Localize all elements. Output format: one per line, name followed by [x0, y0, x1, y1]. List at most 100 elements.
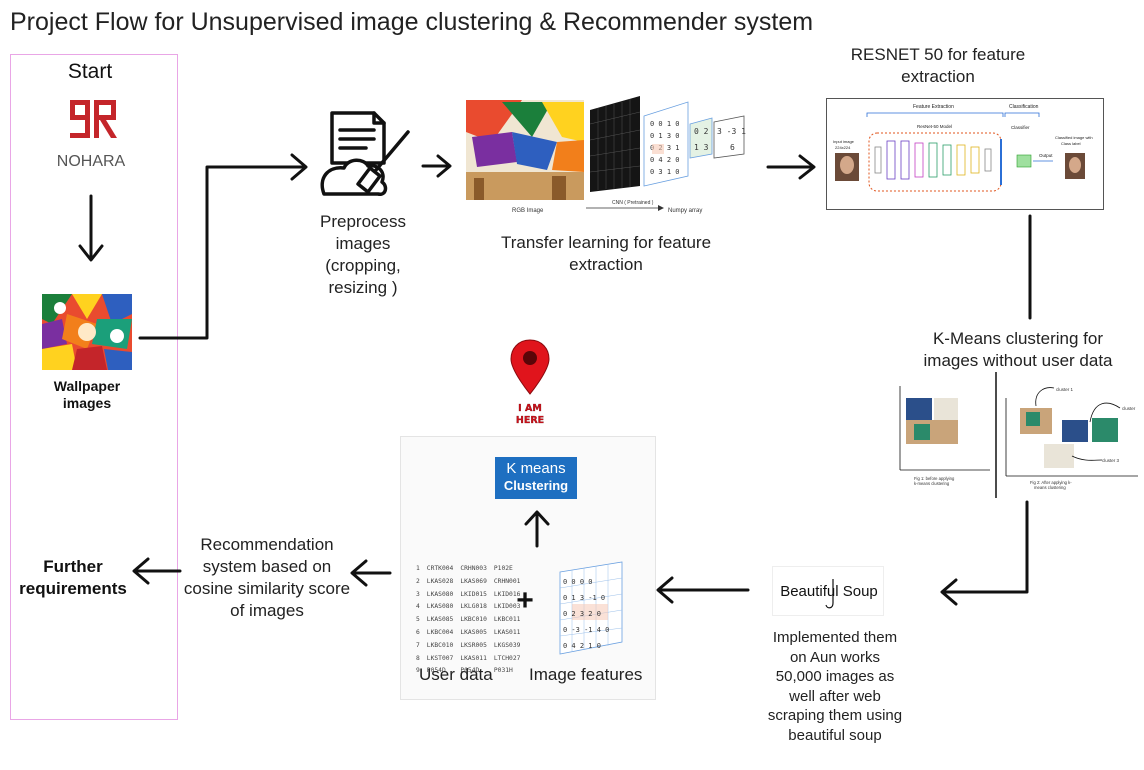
image-features-label: Image features	[529, 665, 643, 684]
svg-text:0 4 2 1 0: 0 4 2 1 0	[563, 642, 601, 650]
user-data-cell: LKAS005	[460, 628, 487, 636]
svg-text:0 1 3 -1 0: 0 1 3 -1 0	[563, 594, 605, 602]
user-data-cell: CRHN001	[493, 577, 521, 585]
arrow-recommend-to-further	[132, 557, 182, 585]
user-data-cell: LKAS011	[460, 654, 487, 662]
nohara-logo: NOHARA	[50, 96, 132, 170]
kmeans-figure: Fig 1: before applying k-means clusterin…	[894, 372, 1138, 498]
user-data-cell: LTCH027	[493, 654, 521, 662]
kmeans-fig1-2: k-means clustering	[914, 481, 950, 486]
svg-text:0 4 2 0: 0 4 2 0	[650, 156, 680, 164]
resnet-classified-2: Class label	[1061, 141, 1081, 146]
kmeans-clustering-badge: K means Clustering	[495, 457, 577, 499]
svg-text:6: 6	[730, 143, 735, 152]
kmeans-cluster-1: cluster 1	[1056, 387, 1074, 392]
arrow-panel-to-recommend	[350, 559, 392, 587]
beautifulsoup-logo-text: Beautiful Soup	[780, 583, 878, 600]
svg-text:0 0 0 0: 0 0 0 0	[563, 578, 593, 586]
user-data-cell: 7	[416, 641, 420, 649]
resnet-input-1: Input image	[833, 139, 855, 144]
svg-text:0 2 3 1: 0 2 3 1	[650, 144, 680, 152]
arrow-wallpaper-to-preprocess	[138, 153, 308, 340]
kmeans-cluster-2: cluster	[1122, 406, 1136, 411]
kmeans-fig2-2: means clustering	[1034, 485, 1066, 490]
user-data-cell: LKAS080	[426, 590, 454, 598]
plus-sign: +	[516, 584, 534, 617]
arrow-transfer-to-resnet	[766, 154, 816, 180]
svg-text:3 -3 1: 3 -3 1	[717, 127, 746, 136]
arrow-preprocess-to-transfer	[421, 154, 452, 178]
transfer-mid-caption: CNN ( Pretrained )	[612, 200, 654, 206]
kmeans-fig1-1: Fig 1: before applying	[914, 476, 955, 481]
user-data-cell: 5	[416, 616, 420, 624]
user-data-cell: 2	[416, 577, 420, 585]
user-data-cell: LKID016	[493, 590, 521, 598]
user-data-cell: LKBC011	[493, 616, 521, 624]
arrow-soup-to-panel	[656, 576, 750, 604]
wallpaper-thumbnail	[42, 294, 132, 370]
diagram-title: Project Flow for Unsupervised image clus…	[10, 8, 814, 36]
preprocess-icon	[318, 108, 414, 200]
start-label: Start	[67, 60, 113, 83]
resnet-output: Output	[1039, 153, 1053, 158]
svg-text:0 2 3 2 0: 0 2 3 2 0	[563, 610, 601, 618]
arrow-kmeans-to-soup	[940, 500, 1029, 606]
user-data-cell: P054D	[426, 667, 446, 675]
svg-text:1 3: 1 3	[694, 143, 709, 152]
user-data-cell: LKID003	[493, 603, 521, 611]
nohara-logo-text: NOHARA	[57, 153, 126, 170]
image-features-matrix: 0 0 0 0 0 1 3 -1 0 0 2 3 2 0 0 -3 -1 4 0 0…	[556, 560, 628, 656]
resnet-classified-1: Classified image with	[1055, 135, 1093, 140]
user-data-cell: LKST007	[426, 654, 454, 662]
arrow-up-to-badge	[524, 510, 550, 548]
user-data-cell: LKAS028	[426, 577, 454, 585]
svg-text:0 2: 0 2	[694, 127, 709, 136]
kmeans-cluster-3: cluster 3	[1102, 458, 1120, 463]
user-data-cell: LKSR005	[460, 641, 487, 649]
user-data-cell: LKLG018	[460, 603, 487, 611]
user-data-cell: LKBC010	[426, 641, 454, 649]
user-data-cell: CRHN003	[460, 565, 487, 572]
user-data-row: 8 LKST007 LKAS011 LTCH027	[416, 654, 525, 665]
transfer-left-caption: RGB Image	[512, 208, 544, 214]
svg-text:0 1 3 0: 0 1 3 0	[650, 132, 680, 140]
resnet-input-2: 224x224	[835, 145, 851, 150]
svg-text:0 3 1 0: 0 3 1 0	[650, 168, 680, 176]
user-data-cell: 3	[416, 590, 420, 598]
user-data-cell: 9	[416, 667, 420, 675]
user-data-row: 9 P054D P054D P031H	[416, 666, 525, 677]
transfer-right-caption: Numpy array	[668, 208, 702, 214]
user-data-cell: 8	[416, 654, 420, 662]
svg-text:0 -3 -1 4 0: 0 -3 -1 4 0	[563, 626, 609, 634]
user-data-label: User data	[419, 665, 493, 684]
user-data-cell: P054D	[460, 667, 480, 675]
pin-text-2: HERE	[516, 415, 544, 426]
user-data-cell: P102E	[493, 565, 513, 572]
resnet-feature-extraction: Feature Extraction	[913, 104, 954, 110]
user-data-cell: LKAS085	[426, 616, 454, 624]
user-data-cell: LKID015	[460, 590, 487, 598]
svg-text:0 0 1 0: 0 0 1 0	[650, 120, 680, 128]
user-data-cell: P031H	[493, 667, 513, 675]
resnet-figure: Feature Extraction Classification ResNet…	[826, 98, 1104, 210]
resnet-model: ResNet-50 Model	[917, 124, 952, 129]
user-data-row: 3 LKAS080 LKID015 LKID016	[416, 590, 525, 601]
user-data-cell: 4	[416, 603, 420, 611]
source-lane	[10, 54, 178, 720]
kmeans-fig2-1: Fig 2: After applying k-	[1030, 480, 1072, 485]
resnet-classification: Classification	[1009, 104, 1039, 110]
